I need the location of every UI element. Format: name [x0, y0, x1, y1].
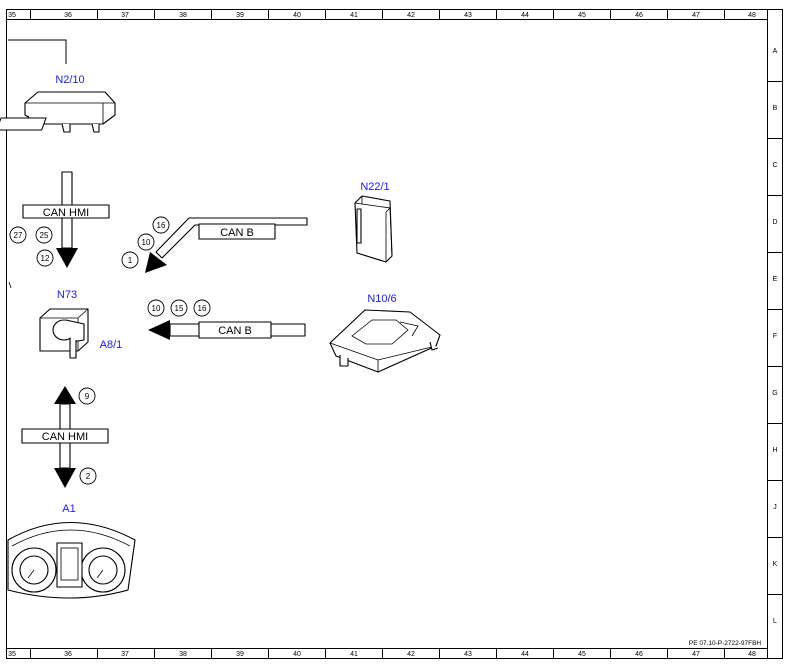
control-unit-n2-10-drawing	[0, 91, 116, 133]
row-label: A	[773, 48, 778, 55]
can-hmi-bottom-link: CAN HMI	[21, 386, 109, 488]
column-label: 39	[236, 12, 244, 19]
pins-can-b-top: 16 10 1	[121, 216, 170, 269]
pins-can-hmi-top: 27 25 12	[9, 226, 54, 267]
column-label: 36	[64, 12, 72, 19]
column-labels-top: 35 36 37 38 39 40 41 42 43 44 45 46 47 4…	[8, 12, 756, 19]
component-n73[interactable]: N73 A8/1	[39, 289, 123, 359]
column-label: 35	[8, 12, 16, 19]
arrow-up-icon	[54, 386, 76, 404]
row-label: L	[773, 618, 777, 625]
can-b-top-link: CAN B	[145, 217, 308, 273]
column-label: 48	[748, 12, 756, 19]
column-label: 38	[179, 651, 187, 658]
pin-label: 16	[157, 221, 166, 230]
pin-label: 10	[142, 238, 151, 247]
component-label-n10-6: N10/6	[367, 293, 396, 305]
component-a1[interactable]: A1	[7, 503, 136, 599]
column-label: 42	[407, 651, 415, 658]
row-labels: A B C D E F G H J K L	[772, 48, 777, 625]
edge-mark	[8, 281, 12, 289]
arrow-down-icon	[54, 468, 76, 488]
column-label: 43	[464, 12, 472, 19]
column-label: 37	[121, 12, 129, 19]
row-label: K	[773, 561, 778, 568]
row-label: D	[772, 219, 777, 226]
column-label: 46	[635, 651, 643, 658]
column-label: 35	[8, 651, 16, 658]
column-labels-bottom: 35 36 37 38 39 40 41 42 43 44 45 46 47 4…	[8, 651, 756, 658]
arrow-diagonal-icon	[145, 252, 167, 273]
component-label-n22-1: N22/1	[360, 181, 389, 193]
column-label: 44	[521, 651, 529, 658]
column-label: 43	[464, 651, 472, 658]
instrument-cluster-a1-drawing	[7, 521, 136, 599]
diagram-frame	[6, 9, 783, 659]
column-label: 46	[635, 12, 643, 19]
column-label: 38	[179, 12, 187, 19]
can-hmi-top-link: CAN HMI	[22, 171, 110, 268]
component-label-a1: A1	[62, 503, 75, 515]
component-label-n73: N73	[57, 289, 77, 301]
column-label: 45	[578, 651, 586, 658]
pin-label: 12	[41, 254, 50, 263]
column-label: 37	[121, 651, 129, 658]
column-label: 41	[350, 12, 358, 19]
pin-label: 25	[40, 231, 49, 240]
component-label-a8-1: A8/1	[100, 339, 123, 351]
column-label: 36	[64, 651, 72, 658]
pin-label: 16	[198, 304, 207, 313]
component-n22-1[interactable]: N22/1	[354, 181, 393, 263]
bus-label-can-b-middle: CAN B	[218, 325, 252, 337]
row-label: G	[772, 390, 777, 397]
bus-label-can-hmi-top: CAN HMI	[43, 207, 89, 219]
incoming-wire	[8, 39, 67, 64]
ignition-switch-n73-drawing	[39, 308, 89, 359]
reference-code: PE 07.10-P-2722-97FBH	[689, 640, 762, 647]
row-label: J	[773, 504, 777, 511]
column-label: 44	[521, 12, 529, 19]
pins-can-b-middle: 10 15 16	[147, 299, 211, 317]
row-label: F	[773, 333, 777, 340]
column-label: 40	[293, 12, 301, 19]
column-label: 47	[692, 12, 700, 19]
pin-label: 1	[128, 256, 133, 265]
column-dividers	[30, 9, 725, 659]
control-unit-n22-1-drawing	[354, 195, 393, 263]
row-label: H	[772, 447, 777, 454]
pin-label: 10	[152, 304, 161, 313]
pin-label: 27	[14, 231, 23, 240]
row-label: E	[773, 276, 778, 283]
column-label: 40	[293, 651, 301, 658]
arrow-down-icon	[56, 248, 78, 268]
bus-label-can-b-top: CAN B	[220, 227, 254, 239]
column-label: 39	[236, 651, 244, 658]
can-b-middle-link: CAN B	[148, 320, 306, 340]
component-n2-10[interactable]: N2/10	[0, 74, 116, 133]
row-label: B	[773, 105, 778, 112]
control-unit-n10-6-drawing	[329, 309, 441, 373]
component-n10-6[interactable]: N10/6	[329, 293, 441, 373]
column-label: 41	[350, 651, 358, 658]
row-label: C	[772, 162, 777, 169]
column-label: 45	[578, 12, 586, 19]
row-dividers	[767, 81, 783, 595]
arrow-left-icon	[148, 320, 170, 340]
component-label-n2-10: N2/10	[55, 74, 84, 86]
pins-can-hmi-bottom: 9 2	[78, 387, 97, 485]
pin-label: 2	[86, 472, 91, 481]
column-label: 48	[748, 651, 756, 658]
pin-label: 15	[175, 304, 184, 313]
column-label: 47	[692, 651, 700, 658]
column-label: 42	[407, 12, 415, 19]
pin-label: 9	[85, 392, 90, 401]
bus-label-can-hmi-bottom: CAN HMI	[42, 431, 88, 443]
